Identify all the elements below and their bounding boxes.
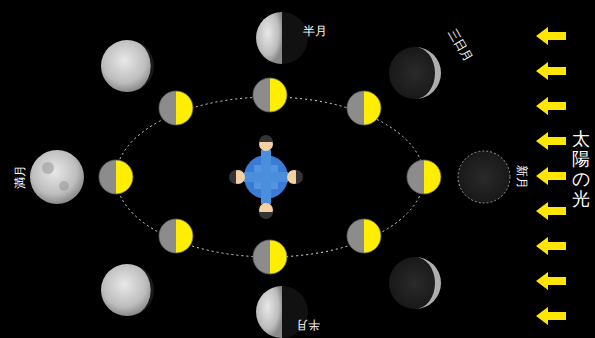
sunlight-arrows <box>536 27 566 325</box>
earth-with-people <box>229 135 303 219</box>
phase-label: 半月 <box>303 24 327 38</box>
phase-label: 半月 <box>296 318 320 332</box>
moon-photos <box>30 12 510 338</box>
phase-label: 三日月 <box>445 26 475 64</box>
phase-label: 満月 <box>13 165 27 189</box>
sunlight-label: 太陽の光 <box>572 129 590 208</box>
orbit-moons <box>99 78 441 274</box>
phase-label: 新月 <box>515 165 529 189</box>
orbit <box>116 97 424 257</box>
